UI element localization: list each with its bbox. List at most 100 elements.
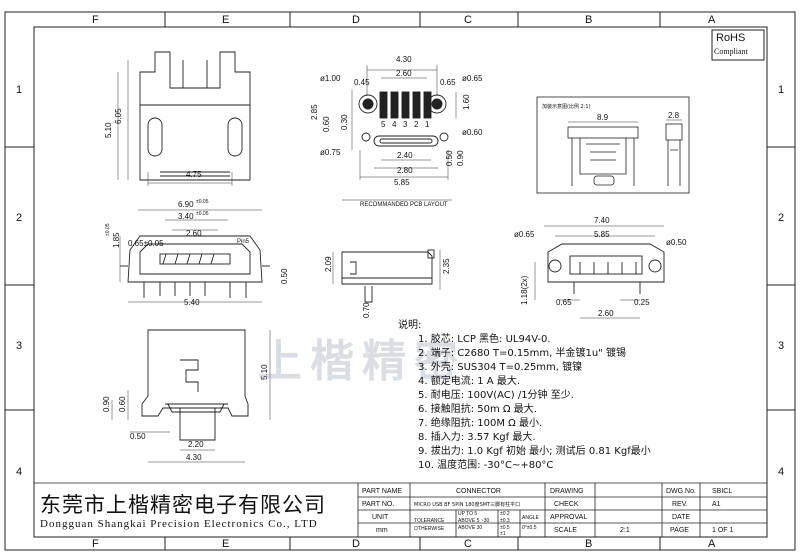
part-name-label: PART NAME xyxy=(362,488,403,495)
dim-label: 5.85 xyxy=(394,178,410,187)
zone-number-left: 2 xyxy=(16,212,23,224)
dim-label: 0.70 xyxy=(362,302,371,318)
zone-number-right: 2 xyxy=(778,212,785,224)
note-item: 5. 耐电压: 100V(AC) /1分钟 至少. xyxy=(418,390,574,401)
dim-label: 5.10 xyxy=(104,122,113,138)
dim-label: 8.9 xyxy=(597,113,609,122)
dim-label: ø0.60 xyxy=(462,128,483,137)
zone-number-left: 1 xyxy=(16,84,23,96)
dim-label: 2.09 xyxy=(324,256,333,272)
date-label: DATE xyxy=(672,514,691,521)
rohs-subtitle: Compliant xyxy=(714,47,748,56)
note-item: 3. 外壳: SUS304 T=0.25mm, 镀镍 xyxy=(418,362,583,373)
rev-label: REV. xyxy=(672,501,688,508)
watermark: 上楷精密 xyxy=(258,336,466,387)
unit-label: UNIT xyxy=(372,514,389,521)
zone-label-top: C xyxy=(464,14,472,26)
zone-number-left: 3 xyxy=(16,340,23,352)
zone-number-left: 4 xyxy=(16,466,23,478)
zone-label-bottom: D xyxy=(352,538,360,550)
zone-label-top: E xyxy=(222,14,230,26)
dim-label: 0.90 xyxy=(102,396,111,412)
tolerance-value: ±0.5 xyxy=(500,525,510,531)
dim-label: 4.30 xyxy=(396,55,412,64)
dim-label: ø0.75 xyxy=(320,148,341,157)
zone-label-bottom: E xyxy=(222,538,230,550)
notes-title: 说明: xyxy=(398,320,422,331)
pin-number: 2 xyxy=(414,120,419,129)
dim-label: 2.8 xyxy=(668,111,680,120)
tolerance-range: ABOVE 30 xyxy=(458,525,483,531)
rev-value: A1 xyxy=(712,501,721,508)
dim-label: 5.40 xyxy=(184,298,200,307)
dim-label: 7.40 xyxy=(594,216,610,225)
tolerance-value: ±0.2 xyxy=(500,511,510,517)
zone-label-top: B xyxy=(585,14,593,26)
zone-label-bottom: A xyxy=(708,538,716,550)
approval-label: APPROVAL xyxy=(550,514,588,521)
dim-label: 2.60 xyxy=(396,69,412,78)
company-name-en: Dongguan Shangkai Precision Electronics … xyxy=(40,518,318,530)
dim-label: 0.65±0.05 xyxy=(128,239,164,248)
dim-label: 6.90 xyxy=(178,200,194,209)
zone-number-right: 4 xyxy=(778,466,785,478)
tolerance-range: UP TO 5 xyxy=(458,511,478,517)
dim-label: 6.05 xyxy=(114,108,123,124)
note-item: 7. 绝缘阻抗: 100M Ω 最小. xyxy=(418,418,543,429)
note-item: 8. 插入力: 3.57 Kgf 最大. xyxy=(418,432,536,443)
dim-label: ±0.05 xyxy=(196,211,209,217)
zone-number-right: 1 xyxy=(778,84,785,96)
tolerance-range: ABOVE 5 ~30 xyxy=(458,518,490,524)
dim-label: 0.45 xyxy=(354,78,370,87)
part-no-label: PART NO. xyxy=(362,501,395,508)
dim-label: 0.25 xyxy=(634,298,650,307)
angle-label: ANGLE xyxy=(522,515,539,521)
rohs-title: RoHS xyxy=(716,32,746,44)
tolerance-value: ±0.3 xyxy=(500,518,510,524)
pin-number: 5 xyxy=(381,120,386,129)
dim-label: 0.50 xyxy=(280,268,289,284)
tolerance-label: TOLERANCE xyxy=(414,518,445,524)
scale-value: 2:1 xyxy=(620,527,630,534)
dim-label: 0.60 xyxy=(322,116,331,132)
dim-label: 0.50 xyxy=(445,150,454,166)
pin-number: 4 xyxy=(392,120,397,129)
zone-label-top: A xyxy=(708,14,716,26)
dim-label: 0.30 xyxy=(340,114,349,130)
zone-label-bottom: B xyxy=(585,538,593,550)
dim-label: 1.60 xyxy=(462,94,471,110)
zone-number-right: 3 xyxy=(778,340,785,352)
pcb-caption: RECOMMANDED PCB LAYOUT xyxy=(360,202,448,208)
dim-label: 0.65 xyxy=(440,78,456,87)
angle-value: 0°±0.5 xyxy=(522,525,537,531)
dim-label: 2.40 xyxy=(397,151,413,160)
dim-label: ø0.65 xyxy=(514,230,535,239)
dim-label: 1.18(2x) xyxy=(520,275,529,305)
scale-label: SCALE xyxy=(554,527,577,534)
dim-label: 0.60 xyxy=(118,396,127,412)
dim-label: 0.65 xyxy=(556,298,572,307)
dim-label: 1.85 xyxy=(112,232,121,248)
pin-number: 1 xyxy=(425,120,430,129)
zone-label-top: D xyxy=(352,14,360,26)
dim-label: ±0.05 xyxy=(196,199,209,205)
part-name: CONNECTOR xyxy=(456,488,501,495)
otherwise-label: OTHERWISE xyxy=(414,526,445,532)
note-item: 6. 接触阻抗: 50m Ω 最大. xyxy=(418,404,537,415)
dim-label: 0.90 xyxy=(456,150,465,166)
zone-label-top: F xyxy=(92,14,99,26)
unit-value: mm xyxy=(376,527,388,534)
dwg-no-label: DWG.No. xyxy=(666,488,696,495)
pin-number: 3 xyxy=(403,120,408,129)
dim-label: ±0.05 xyxy=(105,223,111,236)
dim-label: 5.85 xyxy=(594,230,610,239)
dim-label: 2.35 xyxy=(442,258,451,274)
dim-label: 2.60 xyxy=(186,229,202,238)
note-item: 4. 额定电流: 1 A 最大. xyxy=(418,376,521,387)
page-value: 1 OF 1 xyxy=(712,527,734,534)
zone-label-bottom: C xyxy=(464,538,472,550)
dim-label: ø0.65 xyxy=(462,74,483,83)
angle-value-2: ±1 xyxy=(500,531,506,537)
